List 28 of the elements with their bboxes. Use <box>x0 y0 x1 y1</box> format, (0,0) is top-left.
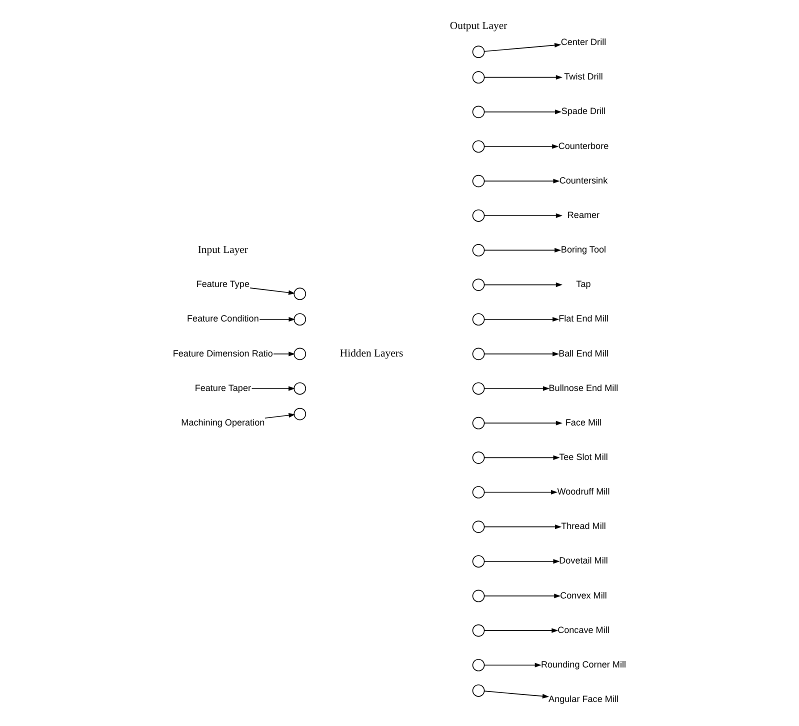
node-text: Countersink <box>559 175 608 186</box>
node-text: Feature Type <box>196 279 250 290</box>
node-text: Feature Taper <box>194 382 252 393</box>
node-text: Spade Drill <box>561 106 606 116</box>
node-text: Bullnose End Mill <box>548 382 618 393</box>
node-text: Dovetail Mill <box>559 556 608 566</box>
node-text: Woodruff Mill <box>557 486 610 497</box>
node-text: Tap <box>576 279 591 290</box>
label: Output Layer <box>450 20 508 32</box>
node-text: Rounding Corner Mill <box>540 659 626 670</box>
node-text: Tee Slot Mill <box>559 452 608 462</box>
node-text: Machining Operation <box>181 417 265 428</box>
node-text: Feature Condition <box>186 314 259 324</box>
node-text: Center Drill <box>560 37 606 48</box>
node-text: Angular Face Mill <box>548 694 618 704</box>
node-text: Reamer <box>567 210 600 220</box>
node-text: Face Mill <box>565 417 602 428</box>
label: Input Layer <box>198 244 248 256</box>
node-text: Thread Mill <box>561 521 606 532</box>
node-text: Ball End Mill <box>558 348 608 358</box>
node-text: Flat End Mill <box>558 314 608 324</box>
node-text: Counterbore <box>558 140 609 151</box>
node-text: Concave Mill <box>558 624 610 635</box>
node-text: Boring Tool <box>560 244 606 255</box>
node-text: Twist Drill <box>564 72 603 82</box>
node-text: Convex Mill <box>560 590 607 600</box>
label: Hidden Layers <box>340 348 404 360</box>
node-text: Feature Dimension Ratio <box>172 348 273 358</box>
